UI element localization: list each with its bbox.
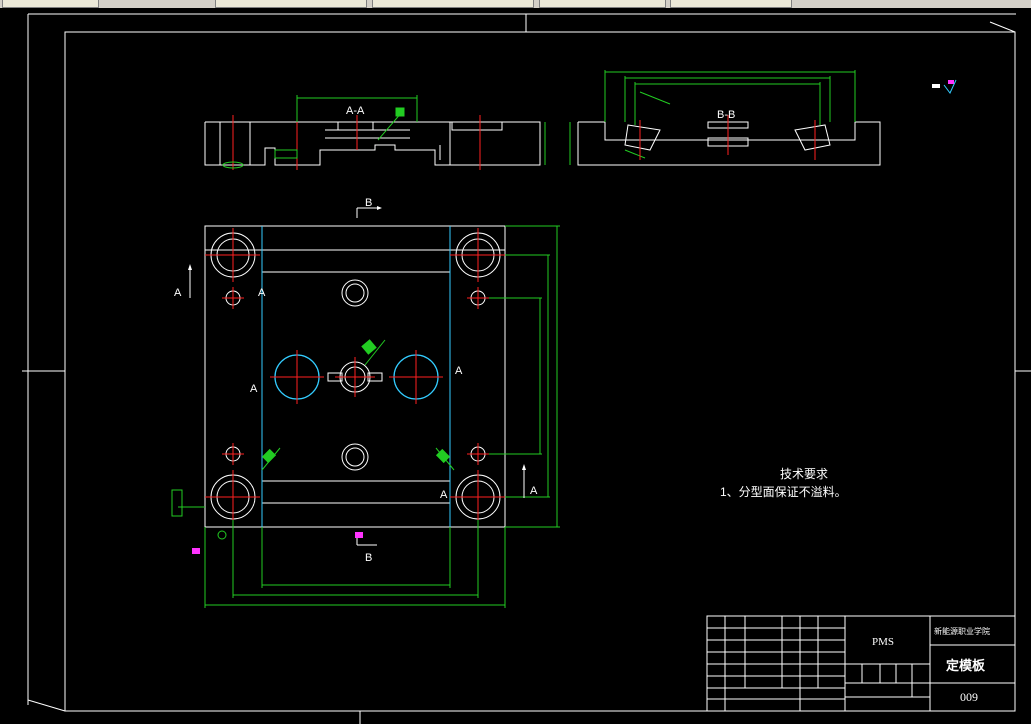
cad-drawing[interactable]: A-A B-B bbox=[0, 8, 1031, 724]
notes-line-1: 1、分型面保证不溢料。 bbox=[720, 485, 847, 499]
title-block-school: 新能源职业学院 bbox=[934, 626, 990, 636]
section-bb-dimensions bbox=[569, 70, 856, 165]
section-markers bbox=[189, 207, 525, 546]
sheet-border bbox=[22, 13, 1031, 724]
section-aa-title: A-A bbox=[346, 105, 365, 117]
section-bb-title: B-B bbox=[717, 109, 735, 121]
section-aa-view bbox=[204, 121, 541, 166]
marker-a-left: A bbox=[174, 287, 182, 299]
arrow-icon bbox=[188, 206, 526, 554]
marker-a-mid-right: A bbox=[455, 365, 463, 377]
section-bb-centerlines bbox=[639, 115, 816, 160]
toolbar-tab[interactable] bbox=[539, 0, 666, 8]
section-aa-centerlines bbox=[232, 115, 481, 170]
toolbar-tab[interactable] bbox=[670, 0, 792, 8]
plan-view-dimensions bbox=[171, 225, 560, 608]
section-aa-dimensions bbox=[222, 95, 546, 169]
marker-a-left-2: A bbox=[258, 287, 266, 299]
roughness-icon bbox=[932, 79, 957, 94]
toolbar-tab[interactable] bbox=[372, 0, 534, 8]
notes-title: 技术要求 bbox=[780, 467, 828, 481]
toolbar-tab[interactable] bbox=[2, 0, 99, 8]
toolbar-tab[interactable] bbox=[215, 0, 367, 8]
title-block-part-name: 定模板 bbox=[945, 658, 986, 673]
marker-a-mid-left: A bbox=[250, 383, 258, 395]
section-bb-view bbox=[577, 121, 881, 166]
marker-b-bottom: B bbox=[365, 552, 372, 564]
marker-a-lower: A bbox=[440, 489, 448, 501]
marker-a-right: A bbox=[530, 485, 538, 497]
marker-b-top: B bbox=[365, 197, 372, 209]
plan-view-centerlines bbox=[205, 228, 505, 524]
toolbar-strip bbox=[0, 0, 1031, 8]
toolbar-tab[interactable] bbox=[796, 0, 1031, 7]
title-block-drawing-no: 009 bbox=[960, 690, 978, 704]
plan-view-guide-lines bbox=[261, 226, 451, 527]
title-block-material: PMS bbox=[872, 636, 894, 648]
title-block bbox=[706, 615, 1016, 712]
